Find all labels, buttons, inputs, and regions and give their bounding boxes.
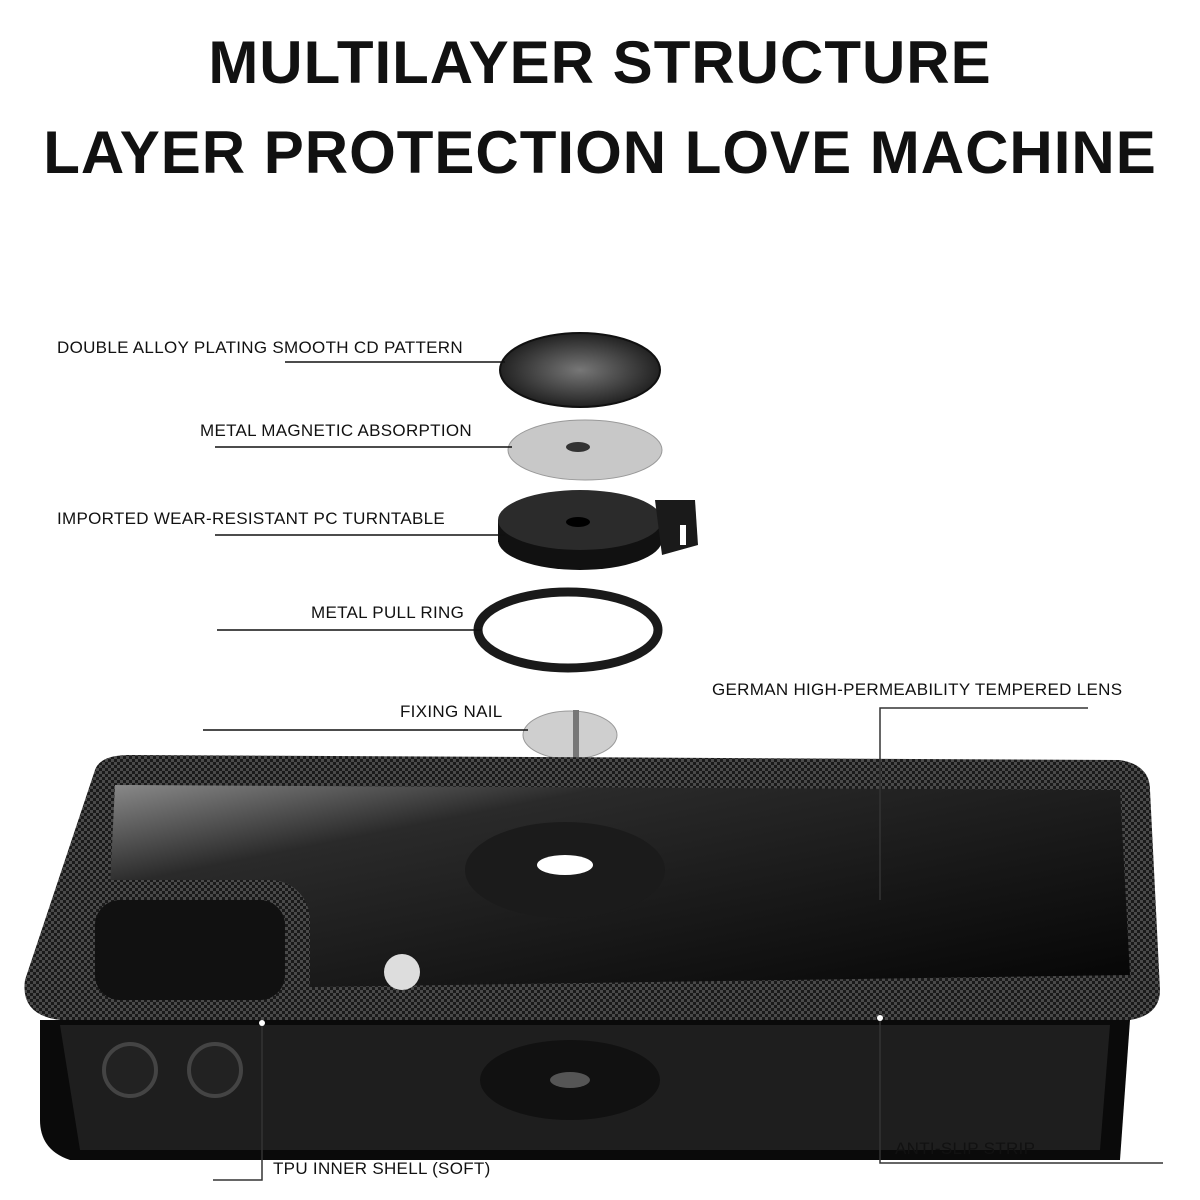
apple-logo [384,954,420,990]
label-pull-ring: METAL PULL RING [311,603,465,622]
label-cd-pattern: DOUBLE ALLOY PLATING SMOOTH CD PATTERN [57,338,463,357]
magnetic-plate [507,419,663,481]
cd-pattern-disc [499,332,661,408]
label-turntable: IMPORTED WEAR-RESISTANT PC TURNTABLE [57,509,445,528]
label-fixing-nail: FIXING NAIL [400,702,503,721]
label-tpu-shell: TPU INNER SHELL (SOFT) [273,1159,491,1178]
label-anti-slip: ANTI-SLIP STRIP [895,1139,1036,1158]
label-magnetic: METAL MAGNETIC ABSORPTION [200,421,472,440]
title-line-2: LAYER PROTECTION LOVE MACHINE [43,119,1157,186]
fixing-nail [522,710,618,760]
label-lens: GERMAN HIGH-PERMEABILITY TEMPERED LENS [712,680,1123,699]
leader-lines [203,361,1163,1181]
title-line-1: MULTILAYER STRUCTURE [208,29,992,96]
pc-turntable [498,490,698,570]
pull-ring [473,587,663,673]
phone-case [24,755,1160,1160]
